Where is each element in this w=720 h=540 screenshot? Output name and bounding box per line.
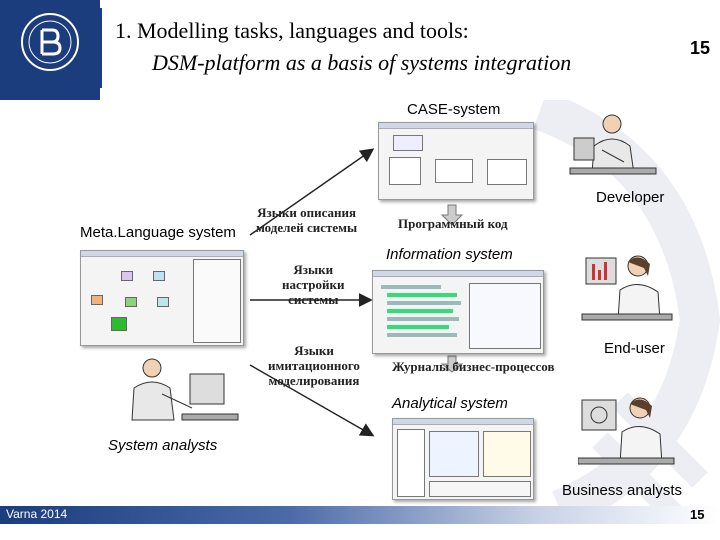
business-process-logs-label: Журналы бизнес-процессов [392, 359, 555, 374]
slide-header [0, 0, 720, 100]
end-user-label: End-user [604, 340, 665, 357]
config-languages-label: Языки настройки системы [282, 262, 345, 307]
program-code-label: Программный код [398, 216, 508, 231]
slide-number-header: 15 [690, 38, 711, 58]
case-system-screenshot [378, 122, 534, 200]
slide-number-footer: 15 [690, 507, 705, 522]
information-system-label: Information system [386, 246, 513, 263]
business-analysts-person-icon [577, 392, 678, 476]
header-divider [100, 8, 102, 88]
system-analysts-person-icon [112, 354, 242, 436]
footer-bar [0, 506, 720, 524]
university-logo-icon [21, 13, 79, 71]
simulation-languages-label: Языки имитационного моделирования [268, 343, 360, 388]
analytical-system-label: Analytical system [392, 395, 508, 412]
footer-location-date: Varna 2014 [6, 507, 68, 521]
slide-title-line2: DSM-platform as a basis of systems integ… [152, 50, 572, 75]
case-system-label: CASE-system [407, 101, 501, 118]
slide-title-line1: 1. Modelling tasks, languages and tools: [115, 18, 469, 43]
business-analysts-label: Business analysts [562, 482, 683, 499]
meta-language-screenshot [80, 250, 244, 346]
logo-band [0, 0, 100, 100]
information-system-screenshot [372, 270, 544, 354]
meta-language-label: Meta.Language system [80, 224, 236, 241]
end-user-person-icon [580, 250, 676, 330]
developer-person-icon [566, 110, 666, 190]
system-analysts-label: System analysts [108, 437, 218, 454]
description-languages-label: Языки описания моделей системы [256, 205, 358, 235]
developer-label: Developer [596, 189, 665, 206]
analytical-system-screenshot [392, 418, 534, 500]
